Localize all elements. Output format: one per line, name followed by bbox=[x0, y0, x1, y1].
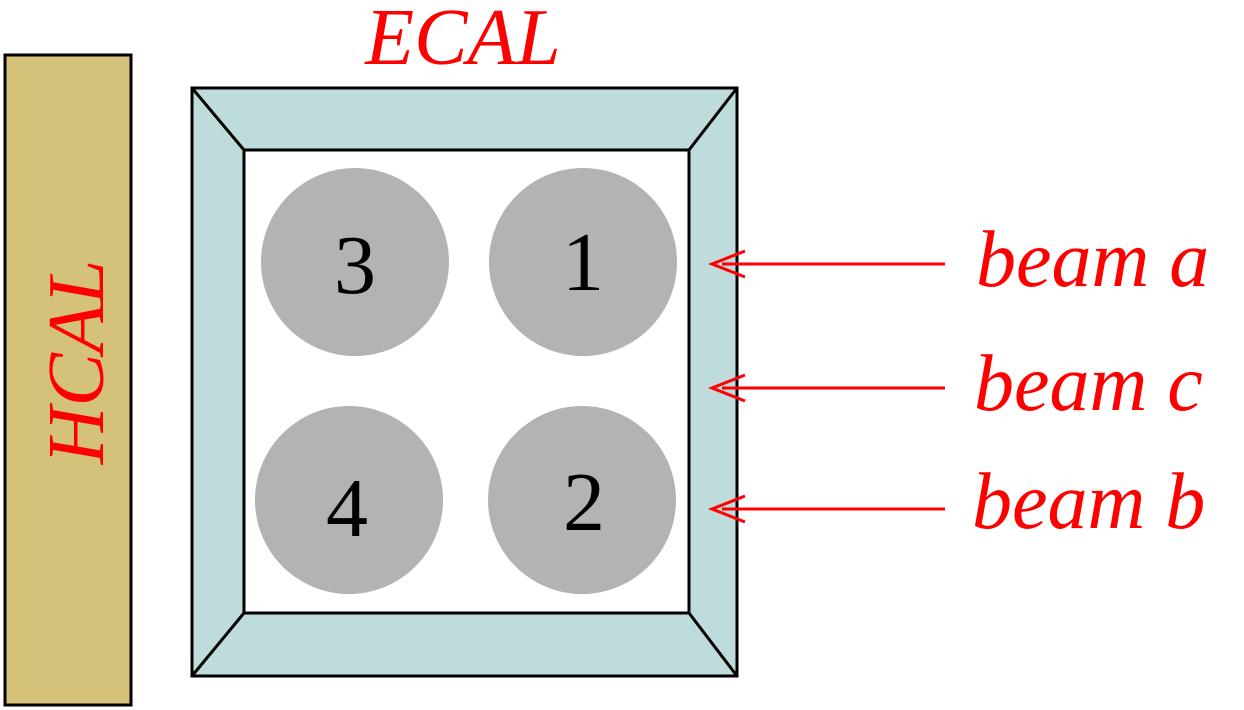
frame-bevel-top-right bbox=[687, 87, 739, 151]
hcal-block bbox=[3, 53, 133, 707]
crystal-2-disc bbox=[488, 406, 676, 594]
frame-bevel-bottom-right bbox=[687, 612, 739, 677]
beam-c-arrow-head bbox=[707, 373, 746, 403]
frame-bevel-bottom-left bbox=[190, 612, 246, 677]
beam-c-label: beam c bbox=[974, 340, 1203, 428]
beam-a-label: beam a bbox=[976, 216, 1209, 304]
crystal-1-disc bbox=[489, 168, 677, 356]
hcal-label: HCAL bbox=[33, 260, 121, 466]
crystal-2-label: 2 bbox=[563, 456, 605, 549]
crystal-1-label: 1 bbox=[562, 216, 604, 309]
frame-bevel-top-left bbox=[190, 87, 246, 151]
crystal-4-disc bbox=[255, 406, 443, 594]
crystal-1: 1 bbox=[489, 168, 677, 356]
beam-a: beam a bbox=[707, 216, 1209, 304]
beam-b-arrow-head bbox=[707, 494, 746, 524]
beam-c: beam c bbox=[707, 340, 1203, 428]
crystal-3-disc bbox=[261, 168, 449, 356]
beam-b: beam b bbox=[707, 458, 1205, 546]
ecal-frame bbox=[190, 86, 739, 678]
crystal-3: 3 bbox=[261, 168, 449, 356]
crystal-4: 4 bbox=[255, 406, 443, 594]
crystal-3-label: 3 bbox=[334, 219, 376, 312]
crystal-4-label: 4 bbox=[326, 462, 368, 555]
ecal-label: ECAL bbox=[364, 0, 561, 82]
beam-b-label: beam b bbox=[972, 458, 1205, 546]
crystal-2: 2 bbox=[488, 406, 676, 594]
beam-a-arrow-head bbox=[707, 249, 746, 279]
